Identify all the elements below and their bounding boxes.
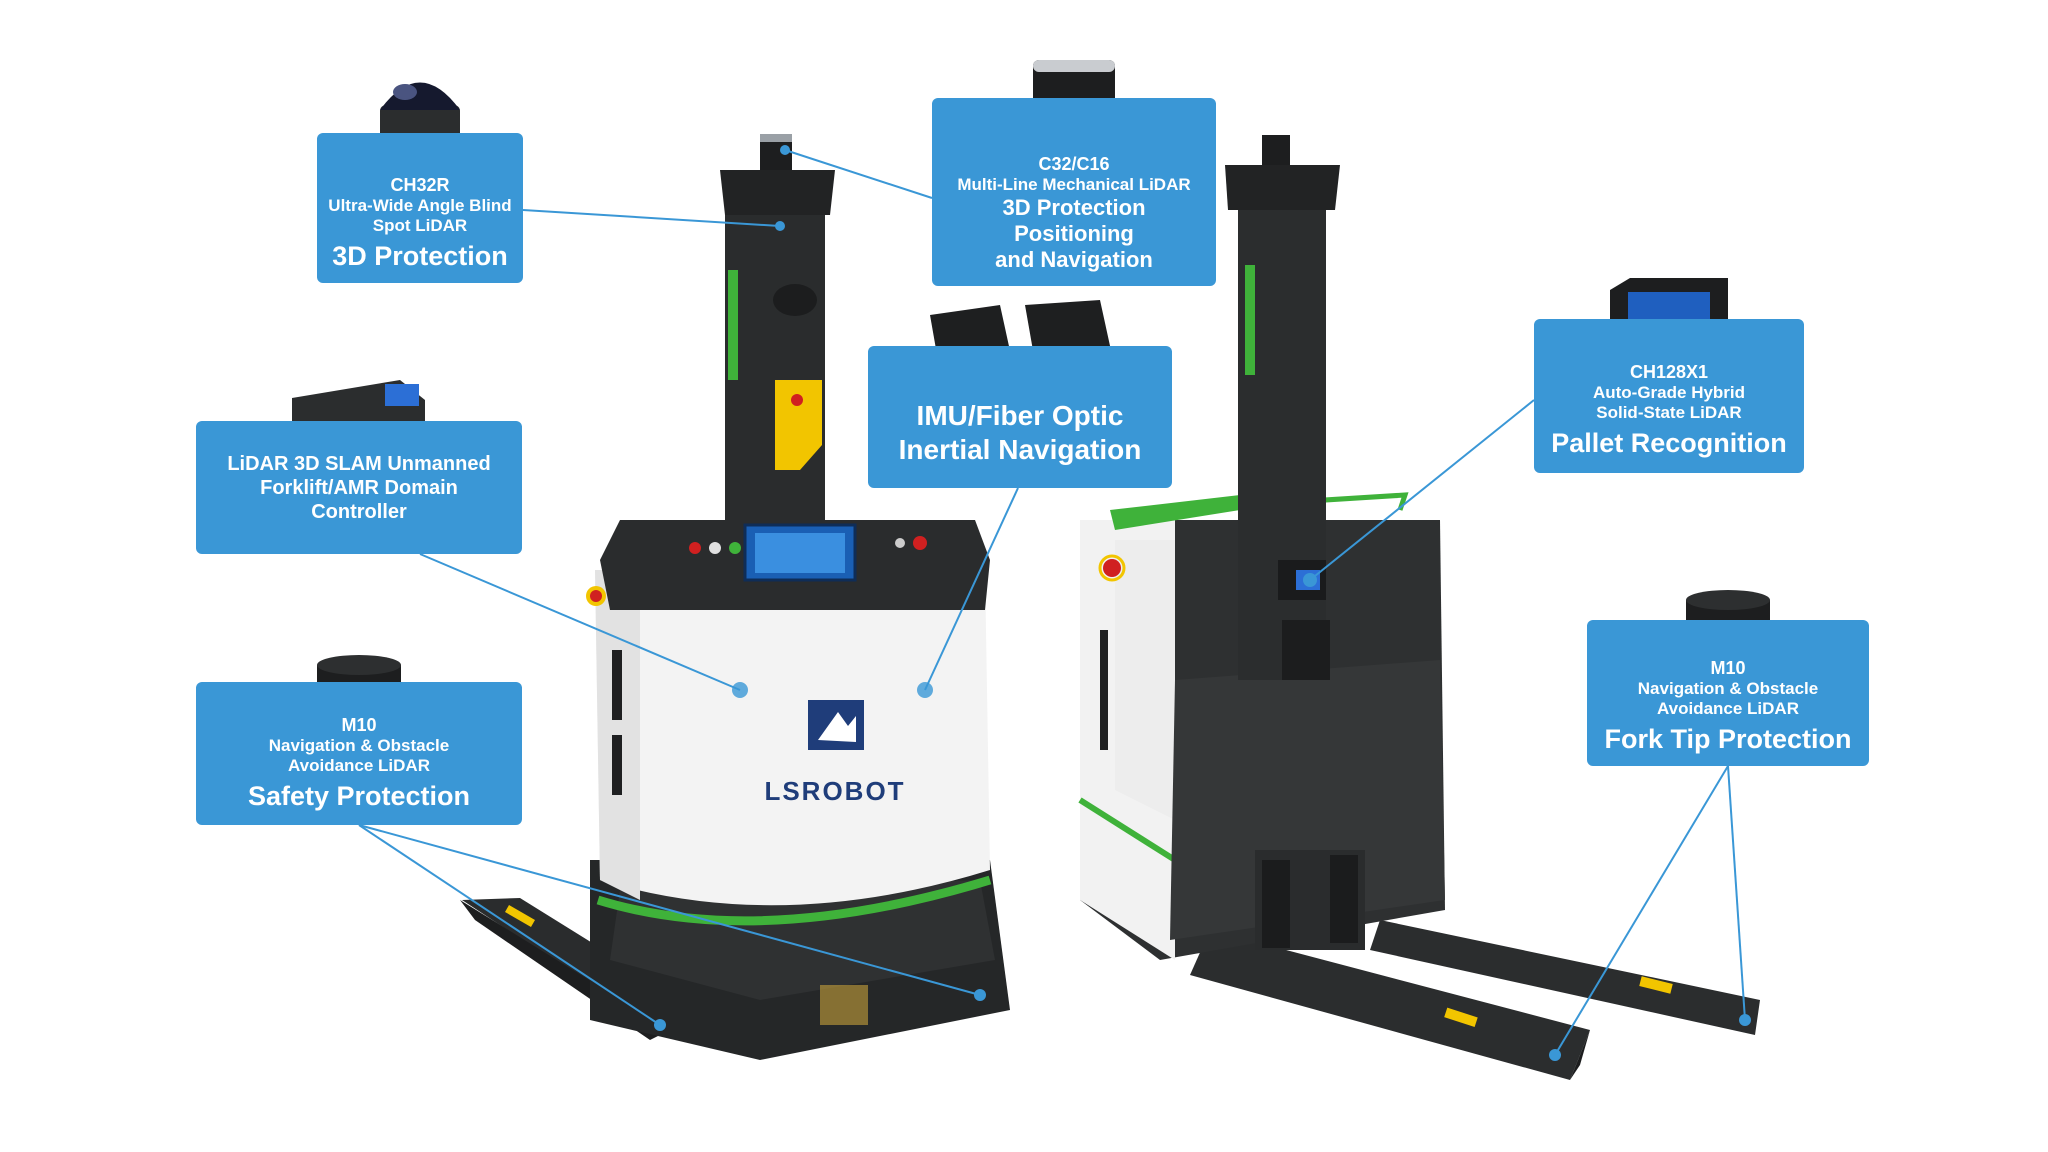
- callout-description: Avoidance LiDAR: [1656, 698, 1799, 718]
- callout-ch32r: CH32R Ultra-Wide Angle Blind Spot LiDAR …: [317, 133, 523, 283]
- brand-logo-text: LSROBOT: [764, 776, 905, 806]
- callout-ch128x1: CH128X1 Auto-Grade Hybrid Solid-State Li…: [1534, 319, 1804, 473]
- callout-description: Navigation & Obstacle: [1637, 678, 1819, 698]
- leader-lines: [358, 149, 1746, 1056]
- callout-description: Solid-State LiDAR: [1596, 402, 1742, 422]
- callout-function: Safety Protection: [247, 781, 471, 811]
- callout-c32-c16: C32/C16 Multi-Line Mechanical LiDAR 3D P…: [932, 98, 1216, 286]
- callout-m10-fork-tip: M10 Navigation & Obstacle Avoidance LiDA…: [1587, 620, 1869, 766]
- callout-function: Positioning: [1014, 220, 1134, 246]
- callout-domain-controller: LiDAR 3D SLAM Unmanned Forklift/AMR Doma…: [196, 421, 522, 554]
- callout-function: Pallet Recognition: [1551, 427, 1787, 458]
- callout-function: 3D Protection: [1002, 194, 1146, 220]
- callout-imu: IMU/Fiber Optic Inertial Navigation: [868, 346, 1172, 488]
- callout-model: C32/C16: [1038, 153, 1110, 174]
- callout-model: M10: [1710, 657, 1746, 678]
- callout-description: Auto-Grade Hybrid: [1592, 382, 1746, 402]
- leader-dots: [654, 145, 1751, 1061]
- callout-description: Spot LiDAR: [372, 215, 468, 235]
- callout-function: IMU/Fiber Optic: [916, 400, 1124, 431]
- callout-description: Navigation & Obstacle: [268, 736, 450, 755]
- callout-text: LiDAR 3D SLAM Unmanned: [227, 452, 491, 475]
- callout-function: 3D Protection: [332, 240, 508, 271]
- callout-description: Avoidance LiDAR: [287, 756, 430, 775]
- callout-model: M10: [341, 715, 377, 735]
- callout-model: CH128X1: [1629, 361, 1709, 382]
- right-robot: [1078, 135, 1760, 1080]
- callout-text: Controller: [311, 500, 407, 523]
- callout-function: and Navigation: [995, 246, 1153, 272]
- callout-text: Forklift/AMR Domain: [260, 476, 458, 499]
- callout-m10-safety: M10 Navigation & Obstacle Avoidance LiDA…: [196, 682, 522, 825]
- callout-function: Inertial Navigation: [898, 434, 1142, 465]
- callout-description: Ultra-Wide Angle Blind: [328, 195, 512, 215]
- callout-model: CH32R: [390, 174, 450, 195]
- left-robot: LSROBOT: [460, 134, 1010, 1060]
- callout-function: Fork Tip Protection: [1604, 723, 1852, 754]
- callout-description: Multi-Line Mechanical LiDAR: [957, 174, 1191, 194]
